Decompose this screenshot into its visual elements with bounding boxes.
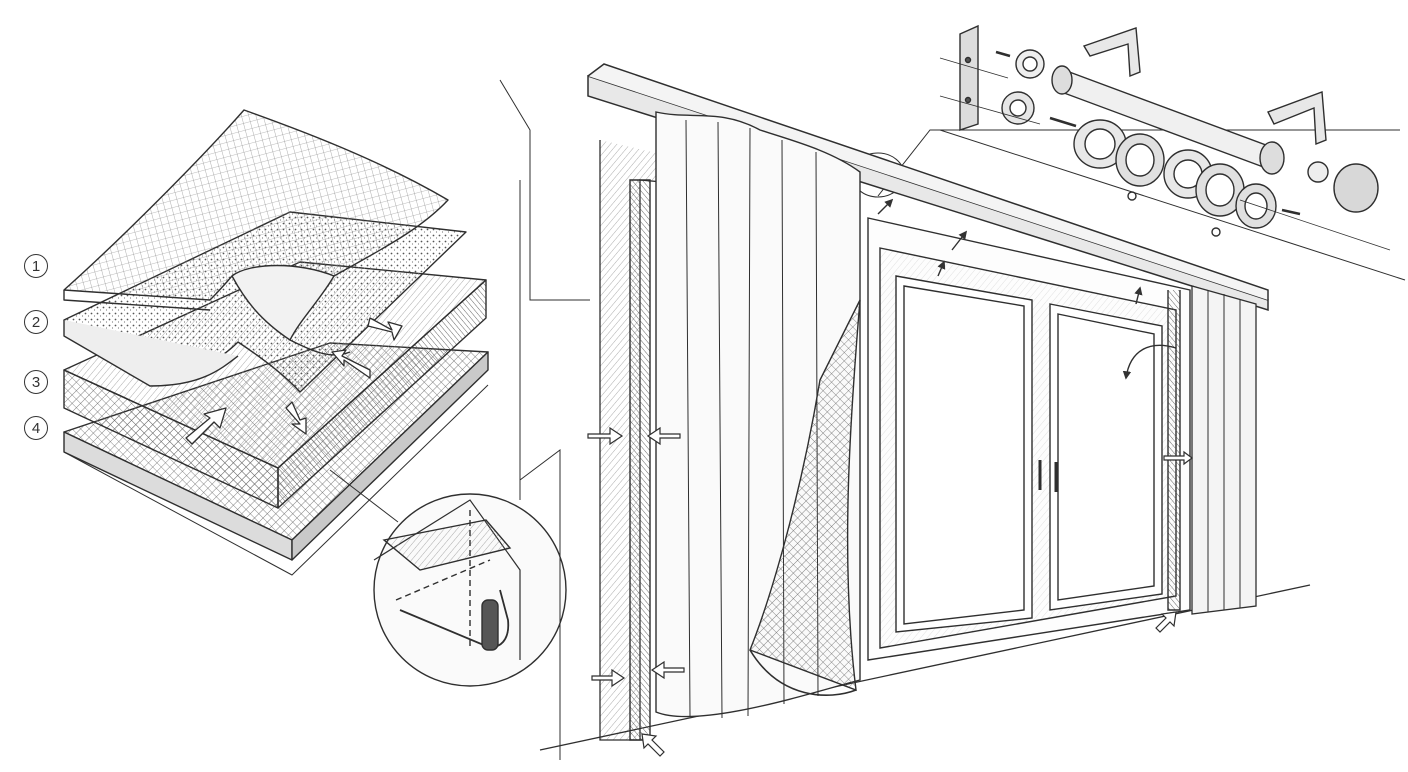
french-door (867, 217, 1191, 661)
hem-weight-detail (329, 180, 567, 687)
curtain-rod-hardware-kit (939, 24, 1391, 251)
layer-1-face-fabric (63, 109, 449, 356)
airflow-arrows (185, 317, 403, 445)
layered-curtain-fabric (63, 109, 489, 576)
heat-arrows (877, 198, 1177, 380)
seal-arrows (587, 426, 1193, 757)
layer-label-2: 2 (24, 310, 48, 334)
gathered-curtain-right (1191, 285, 1257, 615)
room-structure (539, 129, 1406, 751)
layer-label-1: 1 (24, 254, 48, 278)
layer-label-3: 3 (24, 370, 48, 394)
thermal-curtain-panel (629, 111, 861, 741)
layer-label-4: 4 (24, 416, 48, 440)
